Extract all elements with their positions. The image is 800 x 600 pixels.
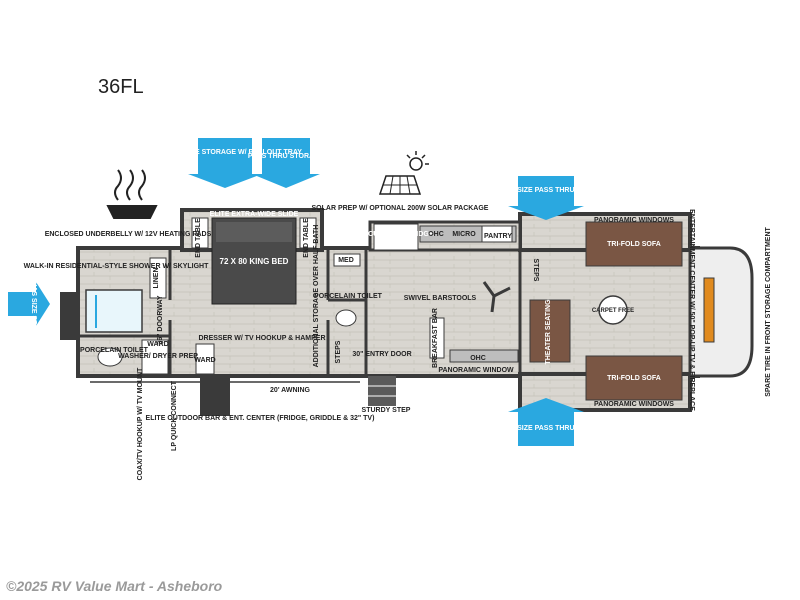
label-solar: SOLAR PREP W/ OPTIONAL 200W SOLAR PACKAG… (312, 205, 489, 212)
label-ward-1: WARD (147, 341, 168, 348)
callout-storage-left: XL TEXAS SIZE STORAGE (30, 262, 37, 350)
fridge (373, 223, 419, 251)
label-panoramic-windows-bottom: PANORAMIC WINDOWS (594, 401, 674, 408)
theater-seating (529, 299, 571, 363)
label-trifold-bottom: TRI-FOLD SOFA (607, 375, 661, 382)
label-slide: ELITE EXTRA-WIDE SLIDE (210, 211, 299, 218)
label-steps-right: STEPS (532, 259, 539, 282)
label-carpet-free: CARPET FREE (592, 308, 634, 314)
toilet-half-bath (335, 309, 357, 327)
label-lp-quick: LP QUICK CONNECT (171, 380, 178, 451)
label-theater-seating: THEATER SEATING (545, 299, 552, 365)
entry-steps (368, 376, 396, 406)
label-micro: MICRO (452, 231, 476, 238)
label-sturdy-step: STURDY STEP (362, 407, 411, 414)
model-name: 36FL (98, 76, 144, 98)
label-porcelain-toilet-left: PORCELAIN TOILET (80, 347, 149, 354)
label-fridge: 20 CU. FT 12V FRIDGE (358, 231, 433, 238)
pass-thru-arrow (252, 138, 320, 188)
label-linen: LINEN (153, 268, 160, 289)
label-breakfast-bar: BREAKFAST BAR (432, 308, 439, 368)
label-steps-left: STEPS (335, 340, 342, 363)
medicine-cabinet (333, 253, 361, 267)
trifold-sofa-top (585, 221, 683, 267)
trifold-sofa-bottom (585, 355, 683, 401)
label-end-table-left: END TABLE (195, 218, 202, 258)
breakfast-bar (429, 317, 445, 359)
label-swivel-barstools: SWIVEL BARSTOOLS (404, 295, 477, 302)
label-spare-tire: SPARE TIRE IN FRONT STORAGE COMPARTMENT (765, 226, 772, 396)
storage-left-arrow (8, 282, 50, 326)
label-washer-dryer: WASHER/ DRYER PREP (118, 353, 198, 360)
callout-storage-bottom-right: XL TEXAS SIZE PASS THRU STORAGE (481, 425, 611, 432)
label-awning: 20' AWNING (270, 387, 310, 394)
label-entry-door: 30" ENTRY DOOR (352, 351, 411, 358)
solar-panel-icon (378, 151, 429, 195)
end-table-right (299, 217, 317, 249)
label-coax: COAX/TV HOOKUP W/ TV MOUNT (137, 367, 144, 480)
callout-pass-thru: PASS THRU STORAGE (248, 153, 325, 160)
label-trifold-top: TRI-FOLD SOFA (607, 241, 661, 248)
label-outdoor-bar: ELITE OUTDOOR BAR & ENT. CENTER (FRIDGE,… (146, 415, 375, 422)
label-ohc-top: OHC (428, 231, 444, 238)
lower-cabinets (449, 349, 519, 363)
ceiling-fan-icon (482, 281, 511, 313)
storage-bed-arrow (188, 138, 262, 188)
label-panoramic-window-bottom: PANORAMIC WINDOW (438, 367, 514, 374)
label-walk-in-shower: WALK-IN RESIDENTIAL-STYLE SHOWER W/ SKYL… (24, 263, 209, 270)
label-underbelly: ENCLOSED UNDERBELLY W/ 12V HEATING PADS (45, 231, 212, 238)
interior-walls (80, 250, 522, 376)
label-additional-storage: ADDITIONAL STORAGE OVER HALF BATH (313, 225, 320, 368)
callout-storage-bed: XL TEXAS SIZE STORAGE W/ PULLOUT TRAY (148, 149, 302, 156)
label-dresser: DRESSER W/ TV HOOKUP & HAMPER (198, 335, 325, 342)
carpet-free-badge (598, 295, 628, 325)
label-pantry: PANTRY (484, 233, 512, 240)
outdoor-bar (200, 376, 230, 416)
label-porcelain-toilet-half: PORCELAIN TOILET (314, 293, 383, 300)
toilet-left (97, 347, 123, 367)
end-table-left (191, 217, 209, 249)
washer-dryer (141, 339, 169, 375)
linen-closet (149, 257, 167, 299)
label-king-bed: 72 X 80 KING BED (220, 257, 289, 266)
ward-closet (195, 343, 215, 375)
heat-icon (106, 169, 158, 219)
label-ohc-bottom: OHC (470, 355, 486, 362)
watermark: ©2025 RV Value Mart - Asheboro (6, 578, 223, 594)
pantry (481, 225, 513, 243)
label-ward-2: WARD (194, 357, 215, 364)
callouts (8, 138, 584, 446)
label-doorway: 36" DOORWAY (157, 295, 164, 345)
hitch (60, 292, 80, 340)
label-med: MED (338, 257, 354, 264)
callout-storage-top-right: XL TEXAS SIZE PASS THRU STORAGE (481, 187, 611, 194)
fireplace (703, 277, 715, 343)
label-entertainment: ENTERTAINMENT CENTER W/ 50" POP-UP TV & … (688, 209, 695, 411)
label-panoramic-windows-top: PANORAMIC WINDOWS (594, 217, 674, 224)
trailer-outline (76, 208, 754, 412)
shower (85, 289, 143, 333)
storage-bottom-right-arrow (508, 398, 584, 446)
storage-top-right-arrow (508, 176, 584, 220)
label-end-table-right: END TABLE (303, 218, 310, 258)
